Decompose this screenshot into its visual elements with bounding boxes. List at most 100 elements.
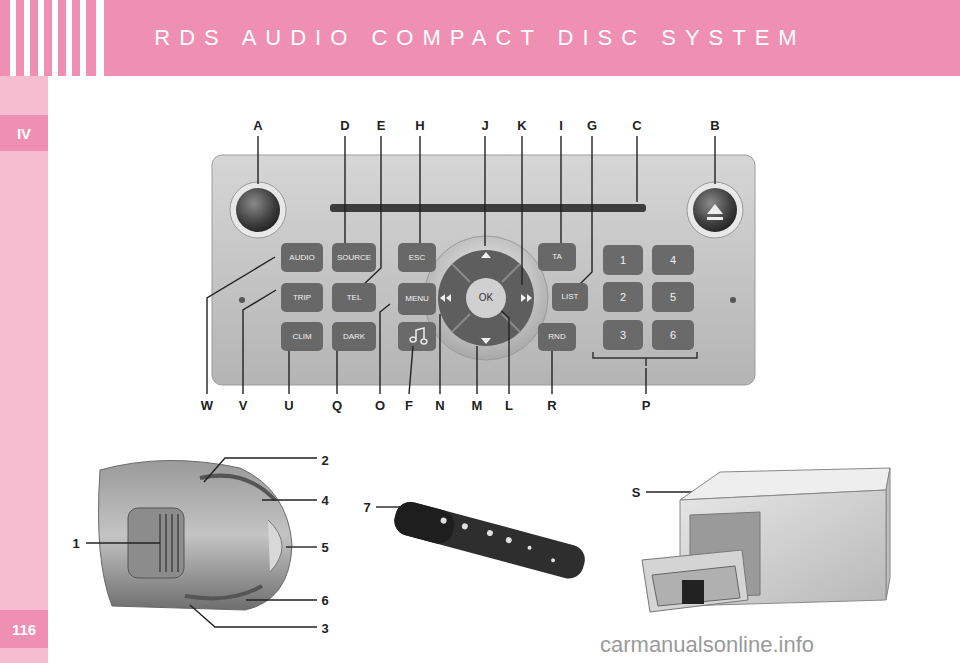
callout-label: I	[559, 119, 563, 132]
callout-label: G	[587, 119, 597, 132]
radio-button: CLIM	[281, 322, 323, 351]
callout-label: 1	[72, 537, 79, 550]
remote-stalk	[99, 460, 293, 610]
radio-button: RND	[538, 323, 576, 351]
callout-label: K	[517, 119, 526, 132]
magazine-slot	[652, 566, 740, 606]
callout-label: B	[710, 119, 719, 132]
button-label: CLIM	[292, 333, 311, 341]
callout-label: 2	[321, 454, 328, 467]
callout-label: 4	[321, 494, 328, 507]
button-label: 3	[620, 330, 626, 341]
callout-label: O	[375, 399, 385, 412]
callout-label: F	[405, 399, 413, 412]
knob-bezel	[687, 182, 743, 238]
ok-button: OK	[466, 278, 506, 318]
radio-button: SOURCE	[332, 243, 376, 272]
callout-label: P	[642, 399, 651, 412]
callout-label: C	[632, 119, 641, 132]
music-button	[398, 322, 436, 351]
screw	[730, 297, 736, 303]
callout-label: L	[505, 399, 513, 412]
button-label: TRIP	[293, 294, 311, 302]
callout-label: W	[201, 399, 213, 412]
button-label: AUDIO	[289, 254, 314, 262]
button-label: IV	[17, 126, 31, 141]
radio-button: DARK	[332, 322, 376, 351]
button-label: ESC	[409, 254, 425, 262]
callout-label: 3	[321, 622, 328, 635]
preset-button: 2	[603, 282, 643, 312]
callout-label: M	[472, 399, 483, 412]
button-label: 116	[12, 622, 36, 637]
radio-faceplate	[212, 155, 755, 385]
radio-button: TRIP	[281, 283, 323, 312]
button-label: MENU	[405, 295, 429, 303]
callout-label: N	[435, 399, 444, 412]
arrow-symbols	[440, 252, 532, 344]
music-symbol	[410, 328, 427, 344]
bracket	[593, 352, 697, 366]
button-label: 4	[670, 255, 676, 266]
callout-label: H	[415, 119, 424, 132]
radio-button: ESC	[398, 243, 436, 272]
arrow-pad	[438, 250, 534, 346]
eject-button	[693, 188, 737, 232]
stalk-button	[185, 586, 262, 598]
callout-label: V	[239, 399, 248, 412]
callout-label: D	[340, 119, 349, 132]
button-label: TEL	[347, 294, 362, 302]
margin-band	[0, 76, 48, 663]
screw	[239, 297, 245, 303]
button-label: 5	[670, 292, 676, 303]
button-label: OK	[479, 293, 493, 303]
button-label: 6	[670, 330, 676, 341]
button-label: TA	[552, 253, 562, 261]
button-label: DARK	[343, 333, 365, 341]
header-stripes	[10, 0, 104, 76]
callout-label: S	[632, 486, 641, 499]
preset-button: 4	[652, 245, 694, 275]
changer-side	[886, 468, 890, 600]
callout-label: Q	[332, 399, 342, 412]
preset-button: 5	[652, 282, 694, 312]
callout-label: J	[481, 119, 488, 132]
callout-label: 6	[321, 594, 328, 607]
section-tab: IV	[0, 115, 48, 151]
eject-symbol	[707, 204, 723, 220]
knob-bezel	[230, 182, 286, 238]
cd-slot	[330, 204, 646, 212]
callout-label: A	[253, 119, 262, 132]
callout-label: E	[377, 119, 386, 132]
radio-button: AUDIO	[281, 243, 323, 272]
preset-button: 3	[603, 320, 643, 350]
magazine-handle	[682, 580, 704, 604]
radio-button: TA	[538, 243, 576, 271]
wheel-ridges	[160, 514, 178, 572]
callout-label: U	[284, 399, 293, 412]
control-ring	[424, 236, 548, 360]
stalk-button	[200, 476, 275, 500]
button-label: RND	[548, 333, 565, 341]
preset-button: 1	[603, 245, 643, 275]
button-label: LIST	[562, 293, 579, 301]
callout-label: R	[547, 399, 556, 412]
page-title: RDS AUDIO COMPACT DISC SYSTEM	[154, 27, 805, 49]
radio-button: TEL	[332, 283, 376, 312]
preset-button: 6	[652, 320, 694, 350]
watermark: carmanualsonline.info	[600, 634, 814, 656]
pad-dividers	[452, 264, 520, 332]
lighting-stalk	[391, 499, 588, 582]
callout-label: 5	[321, 541, 328, 554]
button-label: 2	[620, 292, 626, 303]
header-band	[0, 0, 960, 76]
cd-magazine	[642, 550, 748, 612]
section-tab: 116	[0, 610, 48, 648]
leader-lines	[207, 136, 715, 394]
leader-lines	[86, 458, 720, 627]
stalk-button	[268, 520, 282, 572]
radio-button: LIST	[552, 283, 588, 311]
callout-label: 7	[363, 501, 370, 514]
